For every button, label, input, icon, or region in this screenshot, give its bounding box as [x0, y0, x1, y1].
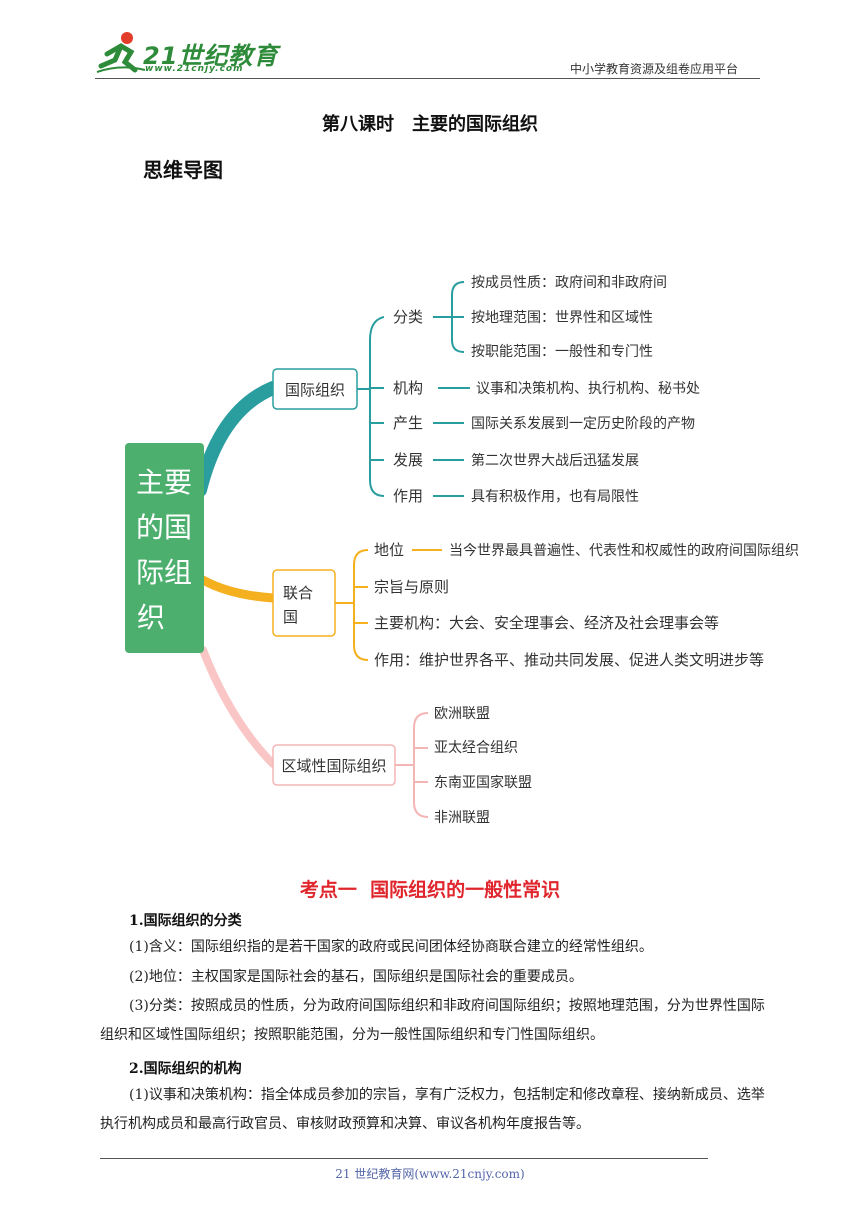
kaodian-heading: 考点一 国际组织的一般性常识 [299, 879, 561, 901]
subheading-1: 1.国际组织的分类 [129, 913, 242, 929]
root-line-1: 主要 [136, 466, 192, 499]
footer-text: 21 世纪教育网(www.21cnjy.com) [335, 1167, 525, 1181]
runner-logo-icon [96, 32, 146, 73]
branch2-node [272, 569, 336, 637]
header-divider [95, 78, 760, 79]
paragraph-4: (1)议事和决策机构：指全体成员参加的宗旨，享有广泛权力，包括制定和修改章程、接… [100, 1087, 765, 1132]
branch2-item-3: 主要机构：大会、安全理事会、经济及社会理事会等 [374, 614, 719, 632]
branch1-detail-2: 议事和决策机构、执行机构、秘书处 [476, 380, 700, 397]
paragraph-2: (2)地位：主权国家是国际社会的基石，国际组织是国际社会的重要成员。 [129, 969, 583, 985]
paragraph-3: (3)分类：按照成员的性质，分为政府间国际组织和非政府间国际组织；按照地理范围，… [100, 998, 765, 1043]
subheading-2: 2.国际组织的机构 [129, 1061, 242, 1077]
branch1-item-1: 分类 [393, 308, 423, 326]
mind-map: 主要 的国 际组 织 国际组织 分类 按成员性质：政府间和非政府间 按地理范围：… [125, 275, 799, 826]
branch2-label-2: 国 [283, 608, 298, 626]
branch1-detail-3: 国际关系发展到一定历史阶段的产物 [471, 416, 695, 432]
root-line-2: 的国 [136, 511, 192, 544]
footer-divider [100, 1158, 708, 1159]
branch3-item-1: 欧洲联盟 [434, 706, 490, 722]
branch3-item-2: 亚太经合组织 [434, 740, 518, 756]
branch3-bracket [413, 712, 429, 818]
branch1-item-4: 发展 [393, 451, 423, 469]
root-node [125, 443, 204, 653]
branch1-sub-3: 按职能范围：一般性和专门性 [471, 343, 653, 360]
header-platform-text: 中小学教育资源及组卷应用平台 [570, 62, 739, 76]
branch3-label: 区域性国际组织 [281, 757, 386, 775]
root-line-3: 际组 [136, 556, 192, 589]
branch2-item-2: 宗旨与原则 [374, 578, 449, 596]
branch3-item-4: 非洲联盟 [434, 810, 490, 826]
connector-root-branch3 [199, 646, 277, 768]
branch1-item-2: 机构 [393, 379, 423, 397]
header: 21世纪教育 www.21cnjy.com 中小学教育资源及组卷应用平台 [95, 30, 760, 80]
branch1-bracket [369, 316, 385, 497]
branch1-item-3: 产生 [393, 414, 423, 432]
branch1-detail-5: 具有积极作用，也有局限性 [471, 489, 639, 505]
branch1-sub-1: 按成员性质：政府间和非政府间 [471, 275, 667, 291]
branch1-detail-4: 第二次世界大战后迅猛发展 [471, 452, 639, 469]
branch1-label: 国际组织 [285, 381, 345, 399]
branch2-item-1: 地位 [374, 541, 404, 559]
branch2-detail-1: 当今世界最具普遍性、代表性和权威性的政府间国际组织 [449, 543, 799, 559]
paragraph-1: (1)含义：国际组织指的是若干国家的政府或民间团体经协商联合建立的经常性组织。 [129, 939, 653, 955]
connector-root-branch2 [198, 575, 278, 603]
branch1-item-5: 作用 [393, 487, 423, 505]
branch3-item-3: 东南亚国家联盟 [434, 774, 532, 791]
branch2-item-4: 作用：维护世界各平、推动共同发展、促进人类文明进步等 [374, 651, 764, 669]
logo-url: www.21cnjy.com [145, 64, 244, 74]
branch1-sub-2: 按地理范围：世界性和区域性 [471, 309, 653, 326]
page-title: 第八课时 主要的国际组织 [322, 114, 538, 135]
root-line-4: 织 [137, 601, 165, 634]
branch2-label-1: 联合 [283, 584, 313, 602]
logo-text: 21世纪教育 [143, 42, 279, 70]
connector-root-branch1 [193, 381, 280, 497]
section-title: 思维导图 [143, 158, 223, 182]
branch2-bracket [353, 549, 369, 661]
